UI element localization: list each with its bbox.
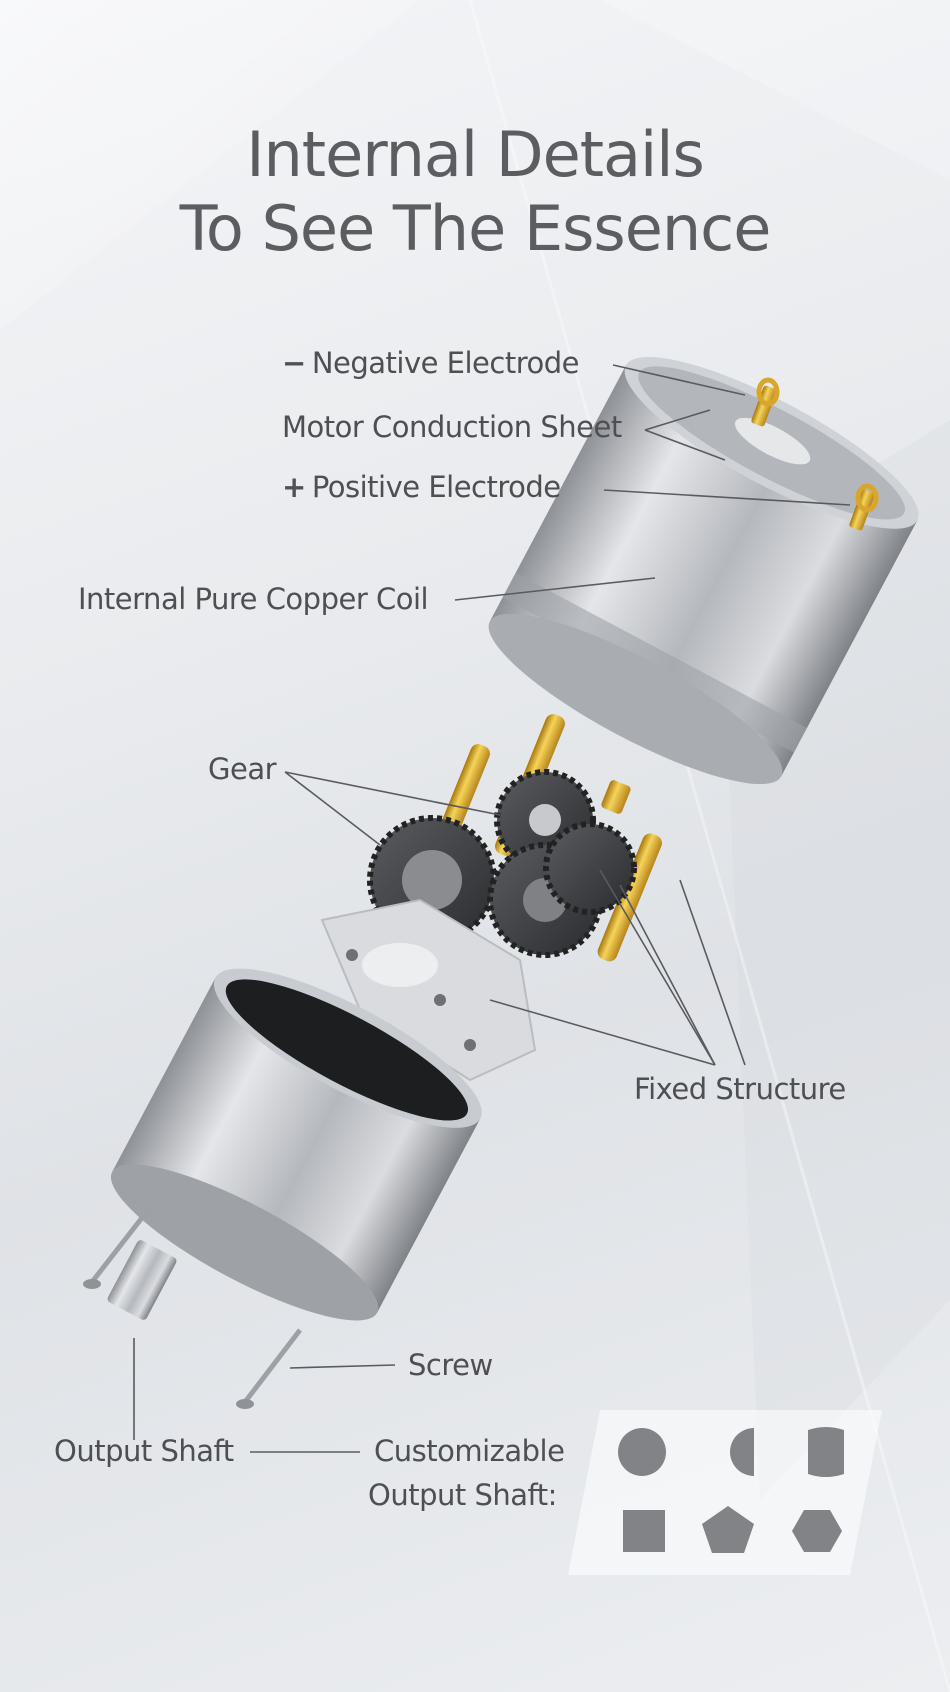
double-d-icon [808, 1427, 844, 1477]
label-fixed-structure: Fixed Structure [634, 1072, 846, 1106]
headline-line-1: Internal Details [246, 118, 705, 191]
output-shaft-and-screws [83, 1208, 302, 1409]
label-negative-electrode: −Negative Electrode [282, 346, 580, 380]
motor-housing [488, 356, 919, 785]
label-customizable-1: Customizable [374, 1434, 565, 1468]
square-icon [623, 1510, 665, 1552]
leader-lines [133, 364, 851, 1453]
hexagon-icon [792, 1510, 842, 1552]
label-positive-electrode: +Positive Electrode [282, 470, 561, 504]
label-gear: Gear [208, 752, 277, 786]
mounting-plate [320, 898, 537, 1082]
label-copper-coil: Internal Pure Copper Coil [78, 582, 429, 616]
label-positive-electrode-text: Positive Electrode [311, 470, 561, 504]
shaft-shape-panel [568, 1410, 882, 1575]
minus-icon: − [282, 346, 306, 380]
label-customizable-2: Output Shaft: [368, 1478, 557, 1512]
label-screw: Screw [408, 1348, 493, 1382]
headline-line-2: To See The Essence [179, 192, 772, 265]
label-negative-electrode-text: Negative Electrode [311, 346, 580, 380]
d-cut-icon [730, 1428, 754, 1476]
round-icon [618, 1428, 666, 1476]
label-output-shaft: Output Shaft [54, 1434, 234, 1468]
label-conduction-sheet: Motor Conduction Sheet [282, 410, 622, 444]
plus-icon: + [282, 470, 306, 504]
gearbox-cup [110, 968, 482, 1321]
pentagon-icon [702, 1506, 754, 1553]
electrode-terminals [751, 377, 879, 531]
